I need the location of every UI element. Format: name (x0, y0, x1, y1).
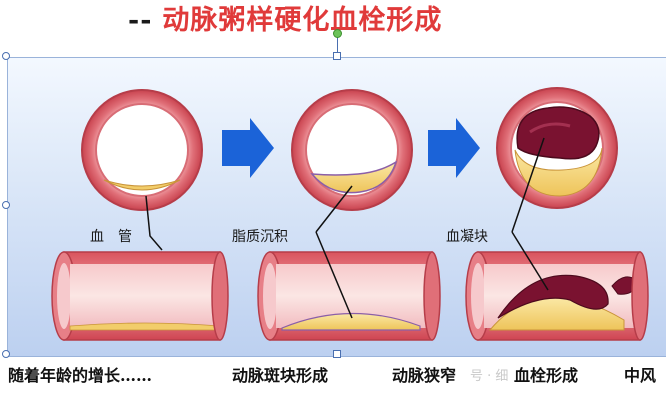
cross-section-healthy (81, 89, 203, 211)
resize-handle-top-left[interactable] (2, 52, 10, 60)
caption-stenosis: 动脉狭窄 (392, 366, 457, 385)
caption-aging: 随着年龄的增长…… (8, 366, 153, 385)
vessel-tube-clot (465, 251, 649, 341)
arrow-right-icon (222, 118, 274, 178)
caption-thrombosis: 血栓形成 (514, 366, 579, 385)
label-vessel: 血 管 (90, 229, 132, 245)
page-title: -- 动脉粥样硬化血栓形成 (128, 0, 442, 37)
title-text: 动脉粥样硬化血栓形成 (162, 5, 443, 36)
cross-section-clot (496, 87, 618, 209)
watermark: 号 · 细 (470, 369, 509, 384)
vessel-tube-healthy (51, 251, 229, 341)
vessel-tube-plaque (257, 251, 441, 341)
label-blood-clot: 血凝块 (446, 229, 488, 245)
resize-handle-left[interactable] (2, 201, 10, 209)
title-dash: -- (128, 5, 153, 36)
caption-plaque-formation: 动脉斑块形成 (232, 366, 329, 385)
resize-handle-bottom[interactable] (333, 350, 341, 358)
cross-section-plaque (291, 89, 413, 211)
label-lipid-deposit: 脂质沉积 (232, 229, 288, 245)
caption-stroke: 中风 (624, 366, 657, 385)
resize-handle-bottom-left[interactable] (2, 350, 10, 358)
rotate-handle-line (337, 36, 338, 57)
leader-lines (145, 137, 549, 319)
rotate-handle[interactable] (333, 29, 342, 38)
arrow-right-icon (428, 118, 480, 178)
resize-handle-top[interactable] (333, 52, 341, 60)
